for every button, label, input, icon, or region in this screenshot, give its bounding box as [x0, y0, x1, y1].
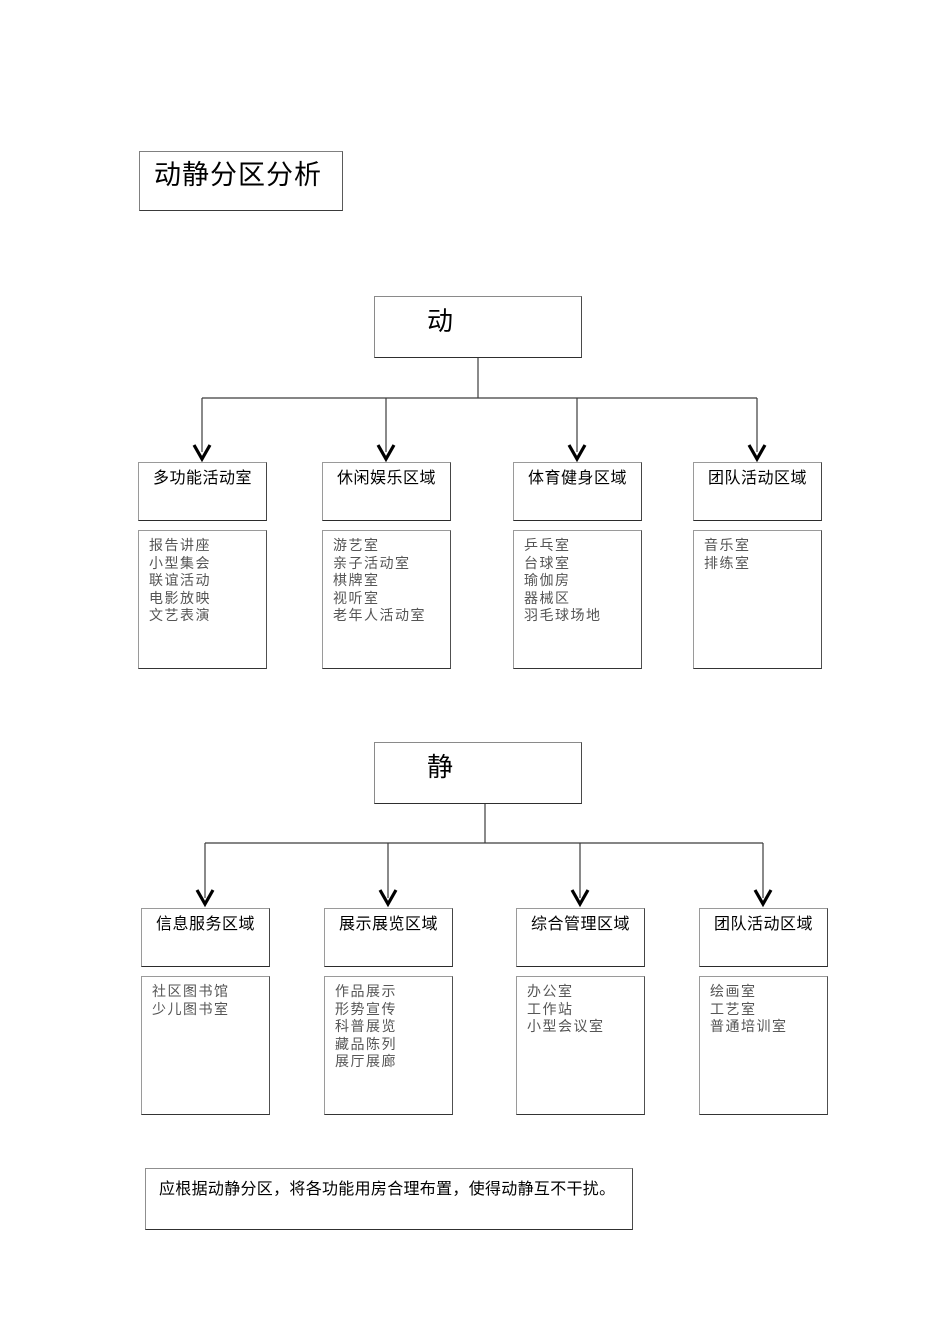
list-item: 文艺表演 [149, 608, 211, 624]
item-list: 办公室 工作站 小型会议室 [517, 977, 644, 1037]
list-item: 老年人活动室 [333, 608, 426, 624]
list-item: 排练室 [704, 555, 751, 572]
root-node-dong: 动 [374, 296, 582, 358]
category-header-label: 体育健身区域 [527, 470, 627, 487]
item-list: 绘画室 工艺室 普通培训室 [700, 977, 827, 1037]
list-item: 社区图书馆 [152, 984, 230, 1000]
list-item: 小型集会 [149, 555, 211, 572]
list-item: 展厅展廊 [335, 1054, 397, 1070]
list-item: 绘画室 [710, 984, 757, 1000]
root-node-jing: 静 [374, 742, 582, 804]
summary-note-text: 应根据动静分区，将各功能用房合理布置，使得动静互不干扰。 [159, 1181, 616, 1198]
page-title: 动静分区分析 [154, 160, 322, 190]
arrowhead-jing-2 [378, 889, 398, 908]
category-header-dong-1: 多功能活动室 [138, 462, 267, 521]
item-list: 乒乓室 台球室 瑜伽房 器械区 羽毛球场地 [514, 531, 641, 626]
category-items-jing-1: 社区图书馆 少儿图书室 [141, 976, 270, 1115]
list-item: 视听室 [333, 590, 380, 607]
item-list: 游艺室 亲子活动室 棋牌室 视听室 老年人活动室 [323, 531, 450, 626]
category-header-label: 综合管理区域 [530, 916, 630, 933]
category-header-jing-4: 团队活动区域 [699, 908, 828, 967]
category-header-label: 信息服务区域 [155, 916, 255, 933]
item-list: 作品展示 形势宣传 科普展览 藏品陈列 展厅展廊 [325, 977, 452, 1072]
list-item: 少儿图书室 [152, 1001, 230, 1018]
list-item: 普通培训室 [710, 1019, 788, 1035]
list-item: 亲子活动室 [333, 555, 411, 572]
category-header-label: 团队活动区域 [713, 916, 813, 933]
list-item: 藏品陈列 [335, 1036, 397, 1053]
category-header-dong-2: 休闲娱乐区域 [322, 462, 451, 521]
category-header-dong-4: 团队活动区域 [693, 462, 822, 521]
list-item: 乒乓室 [524, 538, 571, 554]
list-item: 形势宣传 [335, 1001, 397, 1018]
list-item: 器械区 [524, 590, 571, 607]
category-items-jing-4: 绘画室 工艺室 普通培训室 [699, 976, 828, 1115]
arrowhead-dong-2 [376, 444, 396, 463]
category-header-jing-1: 信息服务区域 [141, 908, 270, 967]
arrowhead-jing-4 [753, 889, 773, 908]
category-items-dong-1: 报告讲座 小型集会 联谊活动 电影放映 文艺表演 [138, 530, 267, 669]
list-item: 游艺室 [333, 538, 380, 554]
root-node-jing-label: 静 [426, 752, 453, 782]
list-item: 小型会议室 [527, 1019, 605, 1035]
list-item: 报告讲座 [149, 538, 211, 554]
root-node-dong-label: 动 [426, 306, 453, 336]
list-item: 羽毛球场地 [524, 608, 602, 624]
item-list: 报告讲座 小型集会 联谊活动 电影放映 文艺表演 [139, 531, 266, 626]
category-header-dong-3: 体育健身区域 [513, 462, 642, 521]
category-items-dong-2: 游艺室 亲子活动室 棋牌室 视听室 老年人活动室 [322, 530, 451, 669]
category-items-jing-2: 作品展示 形势宣传 科普展览 藏品陈列 展厅展廊 [324, 976, 453, 1115]
category-header-jing-2: 展示展览区域 [324, 908, 453, 967]
summary-note-box: 应根据动静分区，将各功能用房合理布置，使得动静互不干扰。 [145, 1168, 633, 1230]
list-item: 作品展示 [335, 984, 397, 1000]
category-header-jing-3: 综合管理区域 [516, 908, 645, 967]
category-header-label: 展示展览区域 [338, 916, 438, 933]
list-item: 工作站 [527, 1001, 574, 1018]
diagram-title-box: 动静分区分析 [139, 151, 343, 211]
list-item: 棋牌室 [333, 573, 380, 589]
category-header-label: 休闲娱乐区域 [336, 470, 436, 487]
list-item: 工艺室 [710, 1001, 757, 1018]
list-item: 办公室 [527, 984, 574, 1000]
list-item: 台球室 [524, 555, 571, 572]
arrowhead-dong-1 [192, 444, 212, 463]
category-header-label: 团队活动区域 [707, 470, 807, 487]
item-list: 音乐室 排练室 [694, 531, 821, 573]
category-items-dong-4: 音乐室 排练室 [693, 530, 822, 669]
arrowhead-dong-4 [747, 444, 767, 463]
category-items-jing-3: 办公室 工作站 小型会议室 [516, 976, 645, 1115]
arrowhead-jing-3 [570, 889, 590, 908]
list-item: 联谊活动 [149, 573, 211, 589]
arrowhead-jing-1 [195, 889, 215, 908]
list-item: 音乐室 [704, 538, 751, 554]
category-items-dong-3: 乒乓室 台球室 瑜伽房 器械区 羽毛球场地 [513, 530, 642, 669]
item-list: 社区图书馆 少儿图书室 [142, 977, 269, 1019]
category-header-label: 多功能活动室 [152, 470, 252, 487]
list-item: 电影放映 [149, 590, 211, 607]
list-item: 瑜伽房 [524, 573, 571, 589]
arrowhead-dong-3 [567, 444, 587, 463]
list-item: 科普展览 [335, 1019, 397, 1035]
